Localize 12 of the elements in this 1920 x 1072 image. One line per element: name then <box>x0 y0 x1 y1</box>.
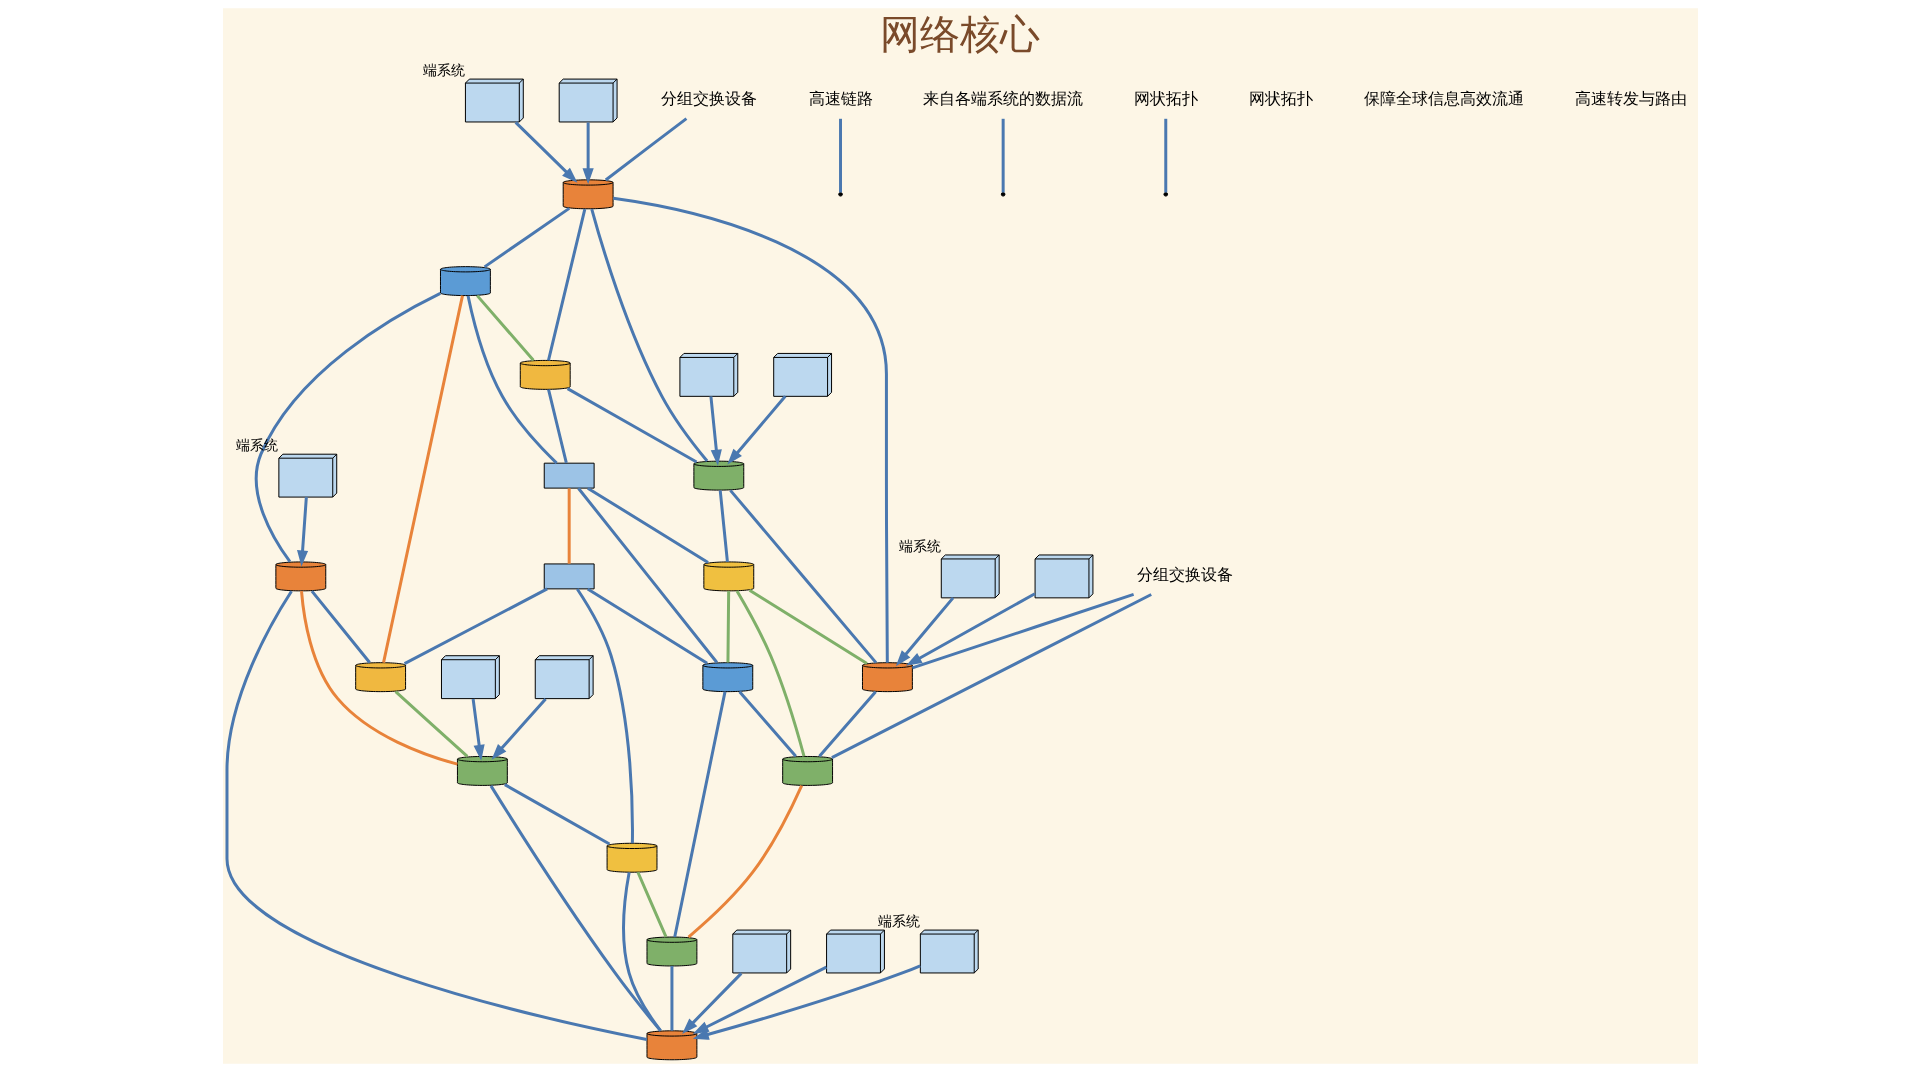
node-text: 网状拓扑 <box>1133 89 1198 109</box>
node-label: 端系统 <box>898 538 941 555</box>
label: 保障全球信息高效流通 <box>1363 89 1524 109</box>
node-label: 端系统 <box>877 913 920 930</box>
node-text: 来自各端系统的数据流 <box>922 89 1083 109</box>
node-text: 分组交换设备 <box>1136 565 1233 585</box>
node-label: 端系统 <box>422 62 465 79</box>
label: 高速转发与路由 <box>1574 89 1687 109</box>
node-text: 高速链路 <box>808 89 873 109</box>
label: 网状拓扑 <box>1248 89 1313 109</box>
diagram-title: 网络核心 <box>880 11 1040 58</box>
node-text: 分组交换设备 <box>660 89 757 109</box>
